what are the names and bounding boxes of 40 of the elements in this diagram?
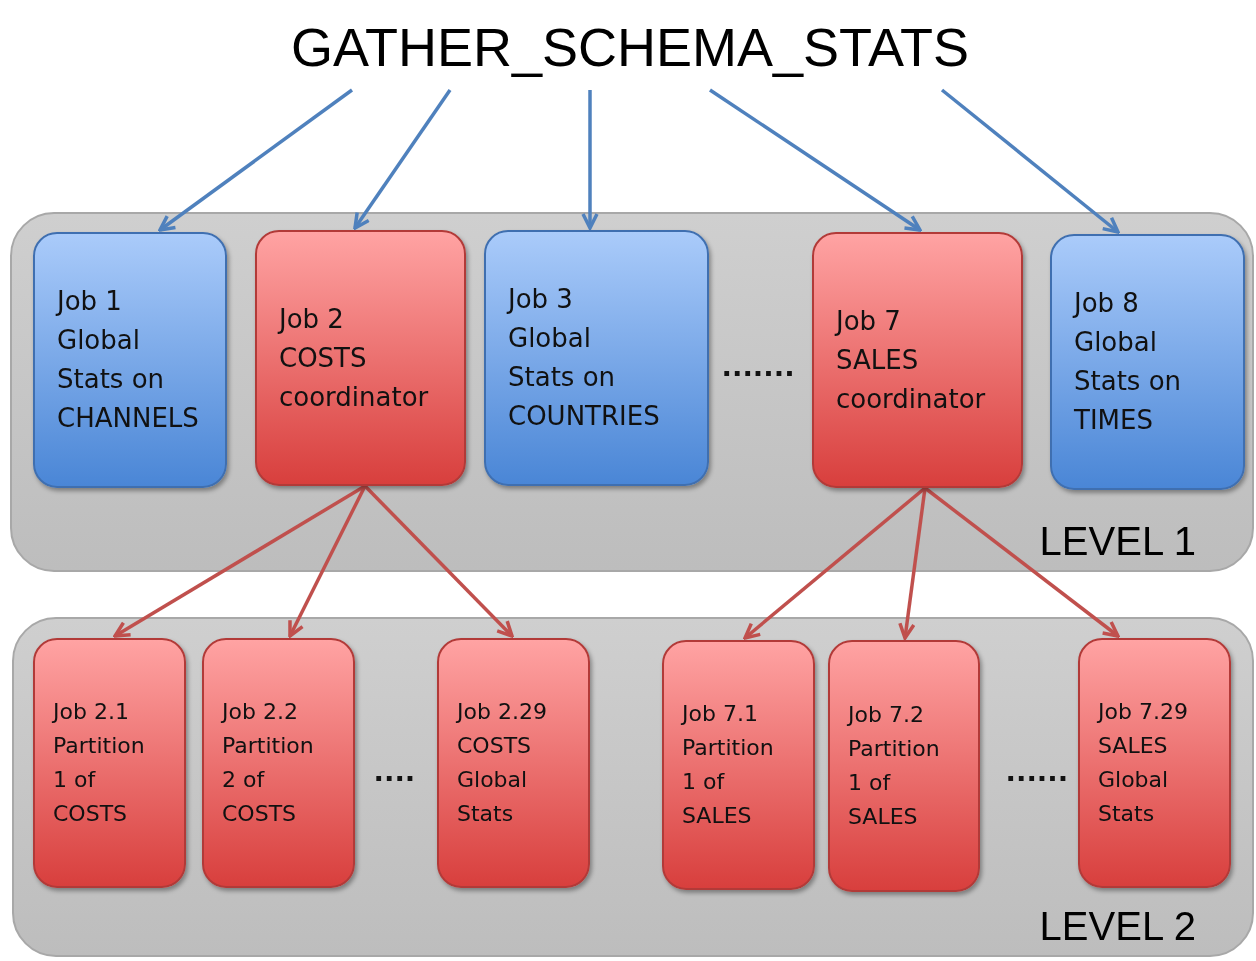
arrow [898,487,927,640]
ellipsis-dots: .... [374,750,416,789]
job-box [662,640,815,890]
job-box [812,232,1023,488]
arrow [288,485,367,638]
job-box [1050,234,1245,490]
job-box [1078,638,1231,888]
job-text: Job 1 Global Stats on CHANNELS [57,285,200,435]
job-box [202,638,355,888]
level-band [12,617,1254,957]
job-box [33,638,186,888]
level-band [10,212,1254,572]
job-text: Job 2.2 Partition 2 of COSTS [222,697,315,829]
job-box [255,230,466,486]
ellipsis-dots: ...... [1006,750,1069,789]
arrow [581,90,599,230]
job-box [484,230,709,486]
arrow [709,88,922,232]
job-box [437,638,590,888]
arrow [353,89,452,230]
job-text: Job 2.1 Partition 1 of COSTS [53,697,146,829]
job-text: Job 7.2 Partition 1 of SALES [848,700,941,832]
ellipsis-dots: ....... [722,345,796,384]
arrow [923,486,1120,638]
arrow [363,484,514,638]
level-label: LEVEL 2 [1039,904,1196,949]
arrow [940,88,1120,234]
job-box [33,232,227,488]
job-text: Job 2 COSTS coordinator [279,302,429,414]
arrow [113,484,366,638]
job-text: Job 7.1 Partition 1 of SALES [682,699,775,831]
job-text: Job 8 Global Stats on TIMES [1074,287,1183,437]
arrow [158,88,354,232]
level-label: LEVEL 1 [1039,519,1196,564]
job-text: Job 2.29 COSTS Global Stats [457,697,548,829]
job-text: Job 3 Global Stats on COUNTRIES [508,283,658,433]
job-text: Job 7.29 SALES Global Stats [1098,697,1189,829]
diagram-title: GATHER_SCHEMA_STATS [240,12,1020,82]
job-text: Job 7 SALES coordinator [836,304,986,416]
job-box [828,640,980,892]
